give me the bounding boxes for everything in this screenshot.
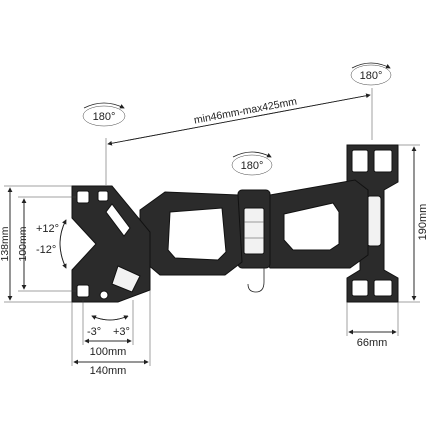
horizontal-dimensions-bottom: 100mm 140mm	[71, 290, 151, 377]
wall-plate-width-label: 66mm	[357, 337, 388, 349]
wall-plate-height-label: 190mm	[417, 204, 429, 241]
wall-plate-width-dimension: 66mm	[346, 302, 399, 349]
rotation-label-middle: 180°	[241, 160, 264, 172]
tilt-down-label: -12°	[36, 244, 56, 256]
swivel-indicator: -3° +3°	[87, 315, 130, 338]
vesa-plate	[71, 185, 151, 303]
vesa-vertical-label: 100mm	[17, 226, 29, 261]
left-arm	[139, 191, 243, 276]
swivel-right-label: +3°	[113, 326, 130, 338]
tilt-indicator: +12° -12°	[36, 219, 67, 269]
vertical-dimensions-left: 138mm 100mm	[0, 185, 76, 303]
tilt-up-label: +12°	[36, 223, 59, 235]
rotation-badge-top-right: 180°	[350, 62, 392, 86]
vesa-horizontal-label: 100mm	[90, 346, 127, 358]
extension-dimension: min46mm-max425mm	[105, 88, 373, 185]
center-hinge	[237, 189, 271, 293]
wall-plate-height-dimension: 190mm	[398, 144, 429, 303]
rotation-label-top-right: 180°	[360, 70, 383, 82]
swivel-left-label: -3°	[87, 326, 101, 338]
plate-height-label: 138mm	[0, 226, 11, 261]
rotation-label-top-left: 180°	[93, 111, 116, 123]
right-arm	[261, 179, 369, 269]
rotation-badge-top-left: 180°	[82, 102, 126, 127]
rotation-badge-middle: 180°	[231, 151, 273, 176]
plate-width-label: 140mm	[90, 365, 127, 377]
